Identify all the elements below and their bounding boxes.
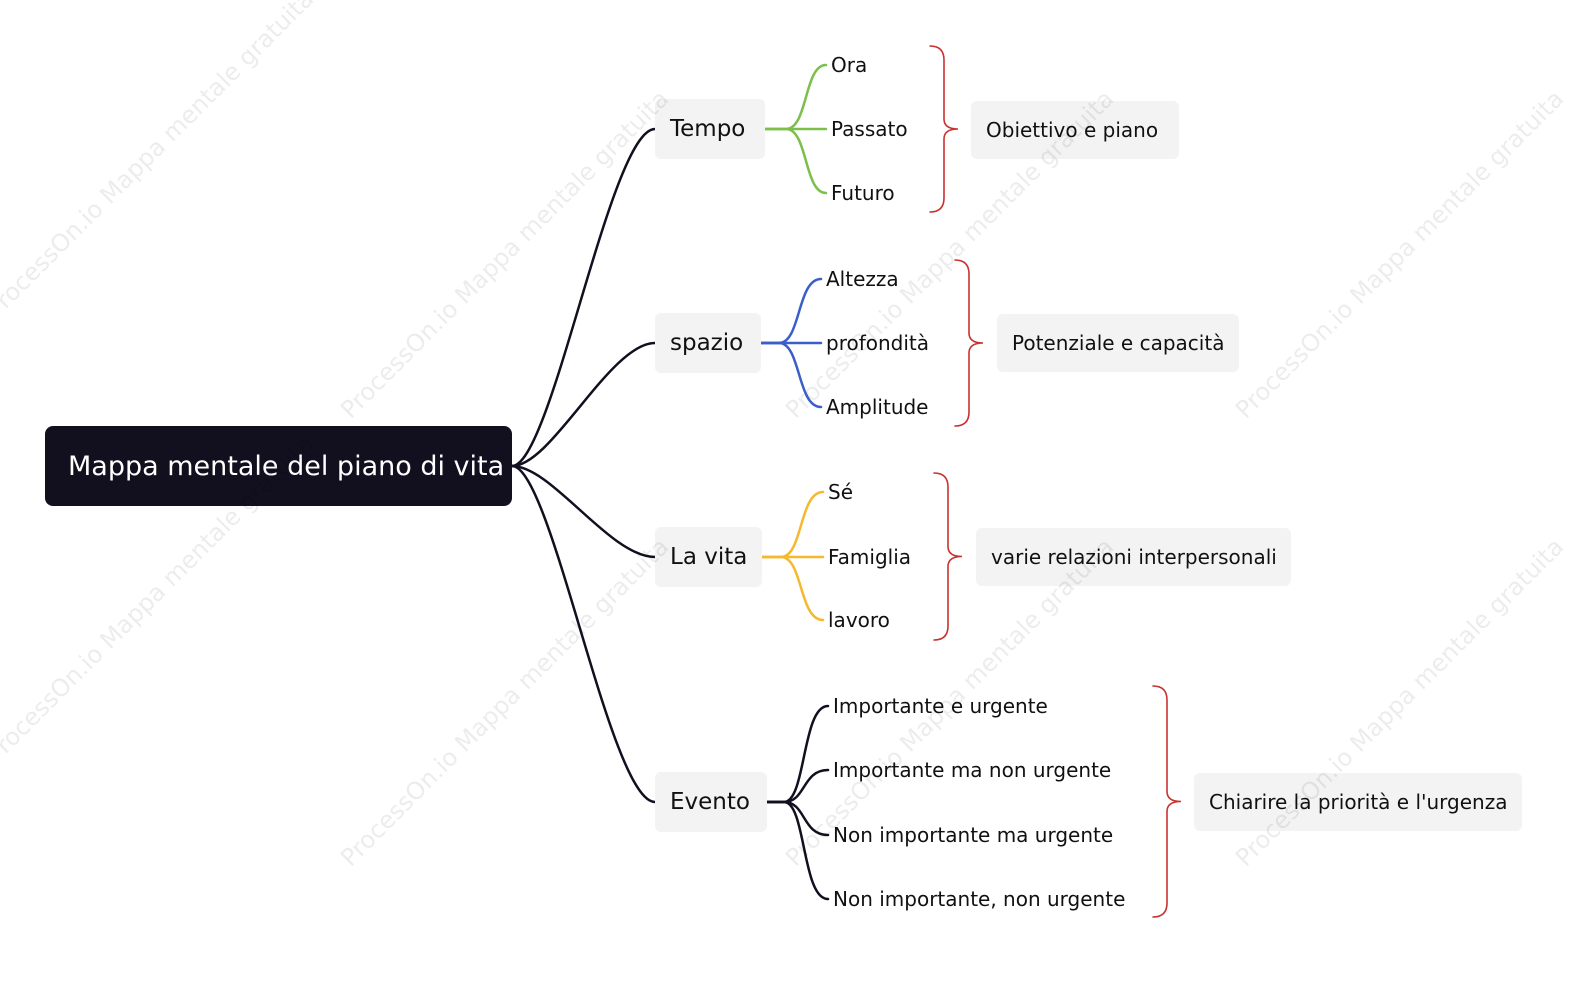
summary-brace [929, 45, 959, 213]
subtopic-label: Altezza [826, 267, 899, 291]
main-topic-label: spazio [670, 330, 744, 356]
summary-varie-relazioni-interpersonali[interactable]: varie relazioni interpersonali [976, 528, 1291, 586]
main-topic-evento[interactable]: Evento [655, 772, 767, 832]
root-connector [510, 341, 657, 468]
subtopic-non-importante-non-urgente[interactable]: Non importante, non urgente [833, 884, 1125, 914]
subtopic-famiglia[interactable]: Famiglia [828, 542, 911, 572]
summary-label: Potenziale e capacità [1012, 331, 1225, 355]
main-topic-spazio[interactable]: spazio [655, 313, 761, 373]
subtopic-importante-e-urgente[interactable]: Importante e urgente [833, 691, 1048, 721]
subtopic-non-importante-ma-urgente[interactable]: Non importante ma urgente [833, 820, 1113, 850]
subtopic-label: Futuro [831, 181, 895, 205]
branch-connector [759, 277, 823, 345]
main-topic-label: Tempo [670, 116, 746, 142]
branch-connector [763, 63, 828, 131]
summary-brace [954, 259, 984, 427]
summary-label: varie relazioni interpersonali [991, 545, 1277, 569]
subtopic-label: Importante ma non urgente [833, 758, 1112, 782]
branch-connector [759, 341, 823, 409]
subtopic-lavoro[interactable]: lavoro [828, 605, 890, 635]
subtopic-label: Non importante ma urgente [833, 823, 1114, 847]
subtopic-label: Amplitude [826, 395, 929, 419]
summary-potenziale-e-capacita[interactable]: Potenziale e capacità [997, 314, 1239, 372]
subtopic-label: profondità [826, 331, 930, 355]
main-topic-tempo[interactable]: Tempo [655, 99, 765, 159]
root-topic[interactable]: Mappa mentale del piano di vita [45, 426, 512, 506]
main-topic-la-vita[interactable]: La vita [655, 527, 762, 587]
summary-obiettivo-e-piano[interactable]: Obiettivo e piano [971, 101, 1179, 159]
subtopic-se[interactable]: Sé [828, 477, 853, 507]
branch-connector [760, 490, 825, 559]
branch-connector [765, 800, 830, 901]
subtopic-label: Non importante, non urgente [833, 887, 1126, 911]
branch-connector [760, 555, 825, 622]
main-topic-label: La vita [670, 544, 748, 570]
summary-label: Obiettivo e piano [986, 118, 1159, 142]
subtopic-passato[interactable]: Passato [831, 114, 908, 144]
summary-label: Chiarire la priorità e l'urgenza [1209, 790, 1508, 814]
subtopic-profondita[interactable]: profondità [826, 328, 929, 358]
summary-brace [933, 472, 963, 641]
subtopic-label: Famiglia [828, 545, 912, 569]
subtopic-ora[interactable]: Ora [831, 50, 867, 80]
root-connector [510, 464, 657, 559]
subtopic-label: Ora [831, 53, 868, 77]
subtopic-label: Importante e urgente [833, 694, 1048, 718]
subtopic-importante-ma-non-urgente[interactable]: Importante ma non urgente [833, 755, 1111, 785]
root-topic-label: Mappa mentale del piano di vita [68, 450, 505, 482]
subtopic-label: Sé [828, 480, 853, 504]
subtopic-label: Passato [831, 117, 908, 141]
branch-connector [763, 127, 828, 195]
subtopic-futuro[interactable]: Futuro [831, 178, 895, 208]
subtopic-altezza[interactable]: Altezza [826, 264, 899, 294]
subtopic-amplitude[interactable]: Amplitude [826, 392, 929, 422]
main-topic-label: Evento [670, 789, 750, 815]
root-connector [510, 464, 657, 804]
summary-chiarire-la-priorita[interactable]: Chiarire la priorità e l'urgenza [1194, 773, 1522, 831]
summary-brace [1152, 685, 1182, 918]
branch-connector [765, 704, 830, 804]
root-connector [510, 127, 657, 468]
subtopic-label: lavoro [828, 608, 890, 632]
